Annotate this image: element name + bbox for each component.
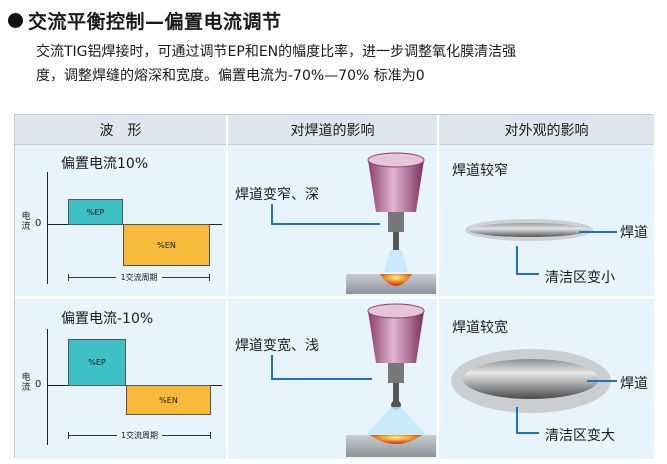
row1-waveform-cell: 偏置电流10% 电流 0 %EP %EN 1交流周期	[15, 146, 226, 296]
row2-nozzle	[388, 363, 404, 383]
column-header-weld-effect: 对焊道的影响	[228, 115, 437, 145]
row1-weld-effect-text: 焊道变窄、深	[235, 187, 319, 203]
row1-weld-bead	[469, 223, 589, 237]
row1-arc	[384, 250, 408, 272]
row2-bead-illustration	[451, 349, 617, 434]
row2-y-axis-label: 电流	[21, 373, 31, 393]
row2-base-metal	[346, 435, 436, 457]
intro-paragraph: 交流TIG铝焊接时，可通过调节EP和EN的幅度比率，进一步调整氧化膜清洁强 度，…	[36, 40, 661, 88]
row1-waveform-title: 偏置电流10%	[61, 156, 149, 172]
row2-torch-top	[367, 303, 425, 319]
row2-zero-label: 0	[35, 379, 42, 390]
column-divider-1	[226, 115, 228, 459]
row2-arc	[366, 407, 426, 435]
row2-clean-leader	[516, 407, 539, 434]
row2-waveform-cell: 偏置电流-10% 电流 0 %EP %EN 1交流周期	[15, 299, 226, 459]
row2-weld-bead	[463, 359, 599, 399]
row1-torch-illustration	[271, 152, 436, 294]
row2-torch-body	[368, 311, 424, 363]
intro-line-2: 度，调整焊缝的熔深和宽度。偏置电流为-70%—70% 标准为0	[36, 68, 425, 84]
column-divider-2	[437, 115, 439, 459]
row2-bead-label: 焊道	[620, 376, 648, 392]
row-divider	[15, 296, 654, 299]
comparison-table: 波 形 对焊道的影响 对外观的影响 偏置电流10% 电流 0 %EP %EN 1…	[14, 114, 654, 459]
row1-zero-label: 0	[35, 218, 42, 229]
row2-weld-effect-cell: 焊道变宽、浅	[228, 299, 437, 459]
row2-clean-label: 清洁区变大	[545, 428, 615, 444]
row1-y-axis-label: 电流	[21, 212, 31, 232]
section-heading: 交流平衡控制—偏置电流调节	[8, 6, 282, 34]
row1-nozzle	[388, 212, 404, 232]
row2-appearance-cell: 焊道较宽 焊道 清洁区变大	[439, 299, 654, 459]
row1-y-axis	[47, 172, 48, 284]
row2-en-pulse: %EN	[126, 385, 211, 415]
row2-leader-line	[271, 355, 372, 380]
row1-en-pulse: %EN	[123, 224, 210, 266]
row1-clean-leader	[516, 246, 539, 275]
row2-period-label: 1交流周期	[120, 430, 159, 440]
row2-ep-pulse: %EP	[68, 339, 126, 386]
row1-torch-body	[368, 160, 424, 212]
row1-torch-top	[367, 152, 425, 168]
row2-torch-illustration	[271, 303, 436, 457]
row2-electrode	[393, 383, 399, 401]
row2-y-axis	[47, 329, 48, 445]
row1-appearance-title: 焊道较窄	[452, 163, 508, 179]
row1-electrode	[393, 232, 399, 250]
row2-waveform-title: 偏置电流-10%	[61, 311, 154, 327]
row1-bead-illustration	[465, 219, 617, 275]
row1-clean-label: 清洁区变小	[545, 270, 615, 286]
bullet-icon	[8, 12, 23, 28]
row1-period-label: 1交流周期	[120, 272, 158, 282]
column-header-waveform: 波 形	[15, 115, 226, 145]
row1-leader-line	[271, 204, 380, 225]
row2-weld-effect-text: 焊道变宽、浅	[235, 338, 319, 354]
row2-weld-pool	[370, 435, 422, 444]
row1-weld-pool	[380, 274, 412, 286]
row2-period-marker: 1交流周期	[68, 430, 211, 440]
row2-appearance-title: 焊道较宽	[452, 320, 508, 336]
intro-line-1: 交流TIG铝焊接时，可通过调节EP和EN的幅度比率，进一步调整氧化膜清洁强	[36, 44, 517, 60]
row1-ep-pulse: %EP	[68, 199, 123, 225]
row1-period-marker: 1交流周期	[68, 272, 210, 282]
row1-bead-label: 焊道	[620, 225, 648, 241]
section-title: 交流平衡控制—偏置电流调节	[28, 10, 282, 33]
row1-appearance-cell: 焊道较窄 焊道 清洁区变小	[439, 146, 654, 296]
column-header-appearance: 对外观的影响	[439, 115, 654, 145]
row1-weld-effect-cell: 焊道变窄、深	[228, 146, 437, 296]
